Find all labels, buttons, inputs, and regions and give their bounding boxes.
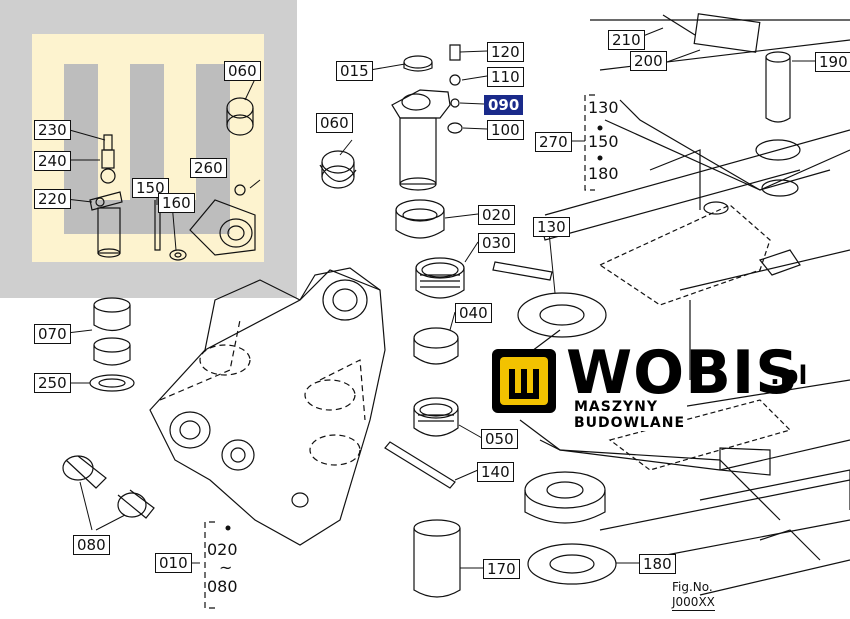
logo-domain: .pl	[770, 361, 808, 391]
range-010-start: 020	[207, 540, 238, 559]
range-010-end: 080	[207, 577, 238, 596]
callout-130[interactable]: 130	[533, 217, 570, 237]
callout-100[interactable]: 100	[487, 120, 524, 140]
callout-270[interactable]: 270	[535, 132, 572, 152]
callout-110[interactable]: 110	[487, 67, 524, 87]
range-270-mid: 150	[588, 132, 619, 151]
callout-010[interactable]: 010	[155, 553, 192, 573]
range-dot	[597, 125, 603, 131]
wobis-logo-mark-icon	[492, 349, 556, 413]
range-270-end: 180	[588, 164, 619, 183]
callout-260[interactable]: 260	[190, 158, 227, 178]
callout-240[interactable]: 240	[34, 151, 71, 171]
callout-210[interactable]: 210	[608, 30, 645, 50]
callout-040[interactable]: 040	[455, 303, 492, 323]
callout-020[interactable]: 020	[478, 205, 515, 225]
figure-number-value: J000XX	[672, 595, 715, 611]
callout-030[interactable]: 030	[478, 233, 515, 253]
swing-bracket	[149, 269, 386, 546]
callout-200[interactable]: 200	[630, 51, 667, 71]
callout-170[interactable]: 170	[483, 559, 520, 579]
callout-090-selected[interactable]: 090	[484, 95, 524, 115]
callout-080[interactable]: 080	[73, 535, 110, 555]
range-dot	[225, 525, 231, 531]
callout-050[interactable]: 050	[481, 429, 518, 449]
figure-number-label: Fig.No.	[672, 580, 713, 594]
range-dot	[597, 155, 603, 161]
range-270-start: 130	[588, 98, 619, 117]
callout-220[interactable]: 220	[34, 189, 71, 209]
callout-120[interactable]: 120	[487, 42, 524, 62]
callout-060-left[interactable]: 060	[224, 61, 261, 81]
figure-number: Fig.No. J000XX	[672, 580, 715, 611]
callout-140[interactable]: 140	[477, 462, 514, 482]
range-010-tilde: ~	[219, 558, 233, 577]
logo-tagline: MASZYNY BUDOWLANE	[572, 399, 688, 431]
callout-160[interactable]: 160	[158, 193, 195, 213]
callout-190[interactable]: 190	[815, 52, 850, 72]
callout-060-right[interactable]: 060	[316, 113, 353, 133]
callout-180[interactable]: 180	[639, 554, 676, 574]
callout-070[interactable]: 070	[34, 324, 71, 344]
callout-250[interactable]: 250	[34, 373, 71, 393]
callout-015[interactable]: 015	[336, 61, 373, 81]
logo-name: WOBIS	[566, 338, 800, 408]
callout-230[interactable]: 230	[34, 120, 71, 140]
